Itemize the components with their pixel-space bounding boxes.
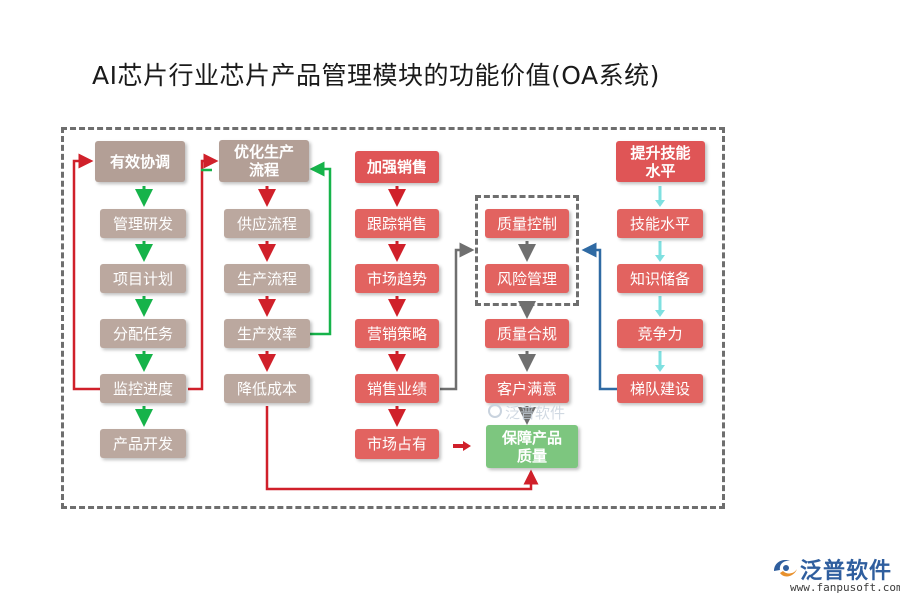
node-c3-item-3: 营销策略: [355, 319, 439, 348]
node-c3-item-4: 销售业绩: [355, 374, 439, 403]
link-market-to-quality: [453, 441, 471, 451]
node-c5-item-4: 梯队建设: [617, 374, 703, 403]
node-c4-item-1: 质量控制: [485, 209, 569, 238]
node-sales-head: 加强销售: [355, 151, 439, 183]
brand-logo-text: 泛普软件: [800, 559, 893, 584]
page-title: AI芯片行业芯片产品管理模块的功能价值(OA系统): [92, 61, 660, 90]
brand-logo-url: www.fanpusoft.com: [790, 581, 900, 594]
link-monitor-to-optimize: [188, 153, 219, 391]
node-c2-item-3: 生产效率: [224, 319, 310, 348]
col5-down-arrows: [655, 186, 665, 372]
node-c5-item-1: 技能水平: [617, 209, 703, 238]
brand-logo-icon: [774, 560, 797, 577]
node-c3-item-1: 跟踪销售: [355, 209, 439, 238]
node-c5-item-3: 竞争力: [617, 319, 703, 348]
watermark-text: 泛普软件: [505, 404, 566, 422]
link-team-to-risk: [581, 242, 617, 391]
link-sales-to-qc: [440, 242, 475, 391]
node-c4-item-2: 风险管理: [485, 264, 569, 293]
node-c1-item-2: 项目计划: [100, 264, 186, 293]
node-skills-head: 提升技能 水平: [616, 141, 705, 182]
node-c4-item-3: 质量合规: [485, 319, 569, 348]
node-quality-result: 保障产品 质量: [486, 425, 578, 468]
link-cost-to-quality: [265, 406, 539, 491]
outer-dashed-frame: [61, 127, 725, 509]
node-c4-item-4: 客户满意: [485, 374, 569, 403]
node-c2-item-1: 供应流程: [224, 209, 310, 238]
watermark-logo-icon: [488, 404, 502, 418]
node-c1-item-3: 分配任务: [100, 319, 186, 348]
node-c2-item-2: 生产流程: [224, 264, 310, 293]
loop-efficiency-to-optimize: [309, 161, 332, 336]
node-c1-item-5: 产品开发: [100, 429, 186, 458]
node-optimize-head: 优化生产 流程: [219, 140, 309, 182]
node-c1-item-4: 监控进度: [100, 374, 186, 403]
node-c3-item-5: 市场占有: [355, 429, 439, 459]
loop-monitor-to-coordinate: [72, 153, 100, 391]
node-c1-item-1: 管理研发: [100, 209, 186, 238]
node-coordinate-head: 有效协调: [95, 141, 185, 182]
node-c5-item-2: 知识储备: [617, 264, 703, 293]
node-c2-item-4: 降低成本: [224, 374, 310, 403]
node-c3-item-2: 市场趋势: [355, 264, 439, 293]
